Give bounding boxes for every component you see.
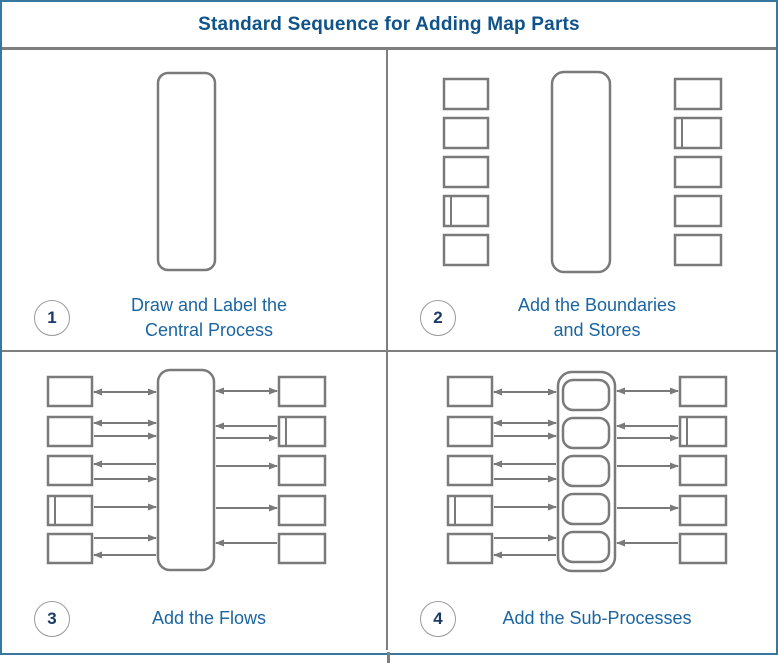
panel-3-flows: 3 Add the Flows	[2, 352, 388, 650]
caption-text: Add the Flows	[122, 606, 266, 631]
step-number: 3	[47, 608, 57, 628]
boundary-box	[46, 415, 94, 448]
caption-text: Draw and Label the Central Process	[101, 293, 287, 343]
sub-process-shape	[561, 454, 611, 488]
caption-line-2: and Stores	[553, 319, 641, 340]
step-number-badge: 3	[34, 600, 70, 637]
panel-3-diagram	[46, 368, 327, 572]
central-process-shape	[550, 70, 612, 274]
caption-line-2: Central Process	[144, 319, 274, 340]
panel-2-boundaries-stores: 2 Add the Boundaries and Stores	[388, 50, 776, 352]
boundary-box	[277, 494, 327, 527]
panel-1-caption: 1 Draw and Label the Central Process	[2, 285, 386, 350]
boundary-box	[446, 415, 494, 448]
boundary-box	[277, 454, 327, 487]
boundary-box	[678, 494, 728, 527]
central-process-shape	[156, 71, 217, 272]
boundary-box	[277, 532, 327, 565]
center-divider-tail	[387, 652, 390, 663]
panel-1-central-process: 1 Draw and Label the Central Process	[2, 50, 388, 352]
boundary-box	[46, 532, 94, 565]
quadrant-grid: 1 Draw and Label the Central Process	[2, 50, 776, 650]
boundary-box	[442, 116, 490, 150]
boundary-box	[442, 233, 490, 267]
boundary-box	[678, 532, 728, 565]
boundary-box	[673, 77, 723, 111]
boundary-box	[446, 532, 494, 565]
panel-2-diagram	[442, 70, 723, 274]
step-number: 1	[47, 307, 57, 327]
boundary-box	[673, 194, 723, 228]
step-number-badge: 2	[420, 299, 456, 336]
boundary-box	[678, 454, 728, 487]
boundary-box	[442, 77, 490, 111]
title-band: Standard Sequence for Adding Map Parts	[2, 2, 776, 50]
page-title: Standard Sequence for Adding Map Parts	[198, 13, 580, 35]
boundary-box	[673, 233, 723, 267]
boundary-box	[678, 375, 728, 408]
boundary-box	[442, 155, 490, 189]
panel-4-sub-processes: 4 Add the Sub-Processes	[388, 352, 776, 650]
boundary-box	[446, 454, 494, 487]
panel-3-caption: 3 Add the Flows	[2, 587, 386, 650]
boundary-box	[46, 454, 94, 487]
caption-line-1: Add the Flows	[151, 608, 267, 628]
sub-process-shape	[561, 378, 611, 412]
central-process-shape	[156, 368, 216, 572]
caption-text: Add the Boundaries and Stores	[488, 293, 676, 343]
boundary-box	[46, 375, 94, 408]
caption-text: Add the Sub-Processes	[472, 606, 691, 631]
panel-1-diagram	[156, 71, 217, 272]
step-number-badge: 4	[420, 600, 456, 637]
caption-line-1: Add the Sub-Processes	[502, 608, 692, 628]
caption-line-1: Add the Boundaries	[517, 294, 677, 315]
panel-4-caption: 4 Add the Sub-Processes	[388, 587, 776, 650]
sub-process-shape	[561, 492, 611, 526]
sub-process-shape	[561, 530, 611, 564]
caption-line-1: Draw and Label the	[130, 294, 288, 315]
panel-2-caption: 2 Add the Boundaries and Stores	[388, 285, 776, 350]
step-number: 4	[433, 608, 443, 628]
step-number-badge: 1	[34, 299, 70, 336]
panel-4-diagram	[446, 370, 728, 573]
boundary-box	[673, 155, 723, 189]
boundary-box	[446, 375, 494, 408]
boundary-box	[277, 375, 327, 408]
step-number: 2	[433, 307, 443, 327]
sub-process-shape	[561, 416, 611, 450]
